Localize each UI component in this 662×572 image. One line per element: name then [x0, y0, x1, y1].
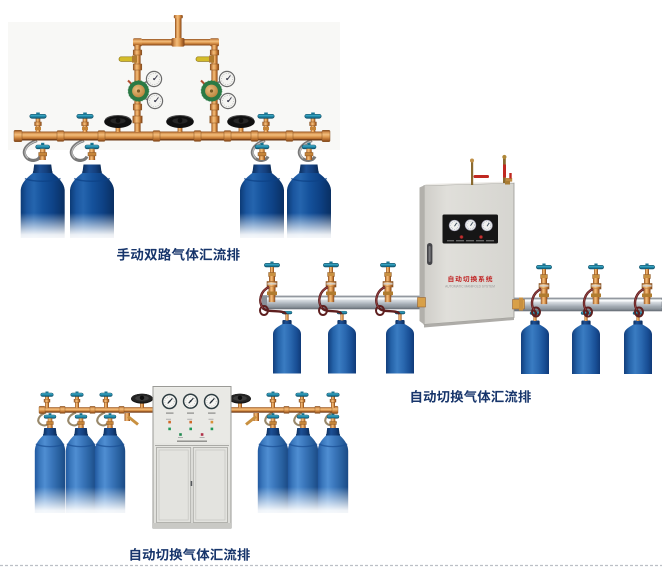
svg-text:AUTOMATIC MANIFOLD SYSTEM: AUTOMATIC MANIFOLD SYSTEM — [445, 285, 495, 289]
